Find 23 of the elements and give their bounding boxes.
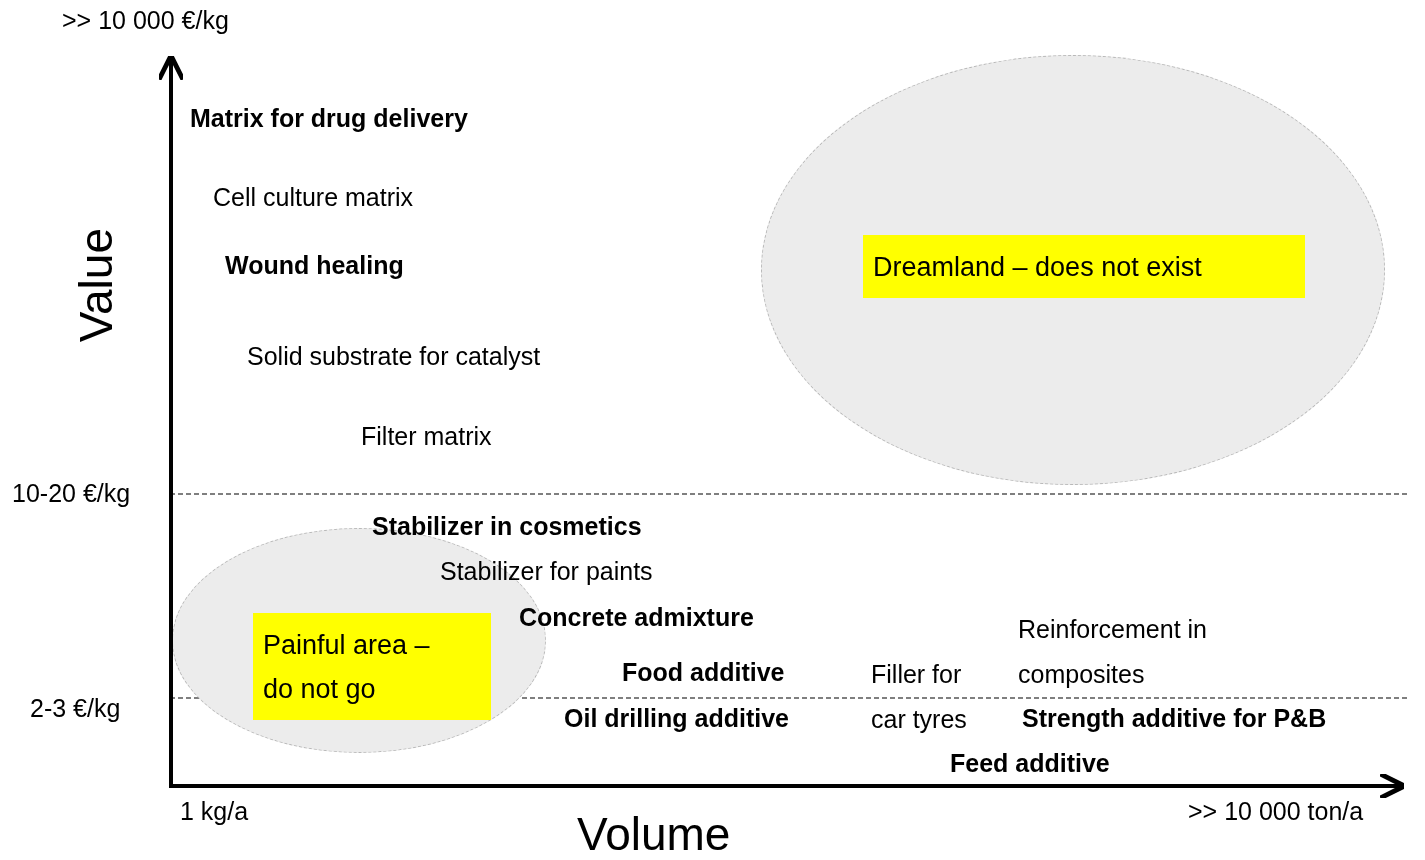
application-label: Food additive xyxy=(622,657,785,687)
application-label: Matrix for drug delivery xyxy=(190,103,468,133)
tick-label: 1 kg/a xyxy=(180,796,249,826)
application-label: Filler for car tyres xyxy=(871,659,968,735)
tick-label: 10-20 €/kg xyxy=(12,478,131,508)
application-label: Oil drilling additive xyxy=(564,703,790,733)
application-label: Stabilizer for paints xyxy=(440,556,653,586)
application-label: Solid substrate for catalyst xyxy=(247,341,541,371)
application-label: Reinforcement in composites xyxy=(1018,614,1208,690)
application-label: Stabilizer in cosmetics xyxy=(372,511,642,541)
axis-title: Volume xyxy=(577,807,731,860)
application-label: Strength additive for P&B xyxy=(1022,703,1327,733)
application-label: Wound healing xyxy=(225,250,404,280)
application-label: Filter matrix xyxy=(361,421,492,451)
tick-label: >> 10 000 €/kg xyxy=(62,5,229,35)
tick-label: 2-3 €/kg xyxy=(30,693,121,723)
application-label: Cell culture matrix xyxy=(213,182,414,212)
tick-label: >> 10 000 ton/a xyxy=(1188,796,1364,826)
application-label: Concrete admixture xyxy=(519,602,754,632)
axis-title: Value xyxy=(69,228,123,343)
application-label: Feed additive xyxy=(950,748,1110,778)
highlighted-note: Painful area – do not go xyxy=(253,613,491,720)
highlighted-note: Dreamland – does not exist xyxy=(863,235,1305,298)
